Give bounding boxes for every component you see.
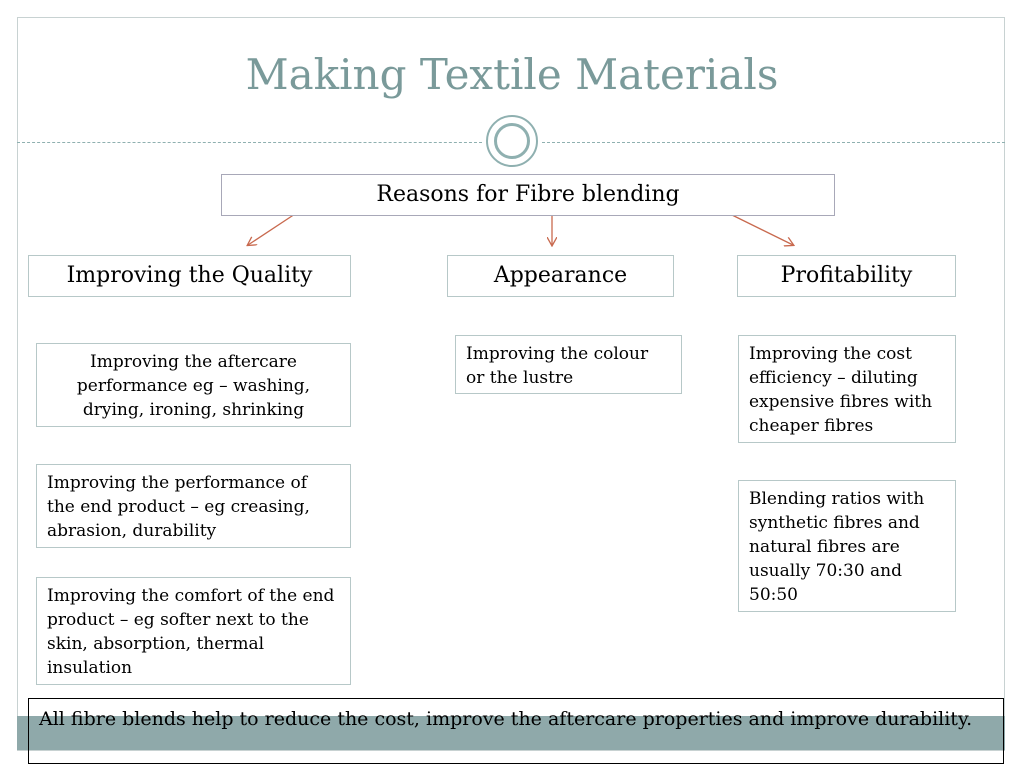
title-divider-left	[17, 142, 482, 143]
arrow-to-quality	[248, 213, 296, 245]
category-quality: Improving the Quality	[28, 255, 351, 297]
category-profitability: Profitability	[737, 255, 956, 297]
detail-profitability-ratios: Blending ratios with synthetic fibres an…	[738, 480, 956, 612]
slide-title: Making Textile Materials	[245, 50, 779, 99]
detail-quality-aftercare: Improving the aftercare performance eg –…	[36, 343, 351, 427]
summary-textbox: All fibre blends help to reduce the cost…	[28, 698, 1004, 764]
arrow-to-profitability	[729, 213, 793, 245]
title-divider-right	[542, 142, 1005, 143]
slide-frame	[17, 17, 1005, 751]
detail-profitability-cost: Improving the cost efficiency – diluting…	[738, 335, 956, 443]
detail-quality-performance: Improving the performance of the end pro…	[36, 464, 351, 548]
root-node: Reasons for Fibre blending	[221, 174, 835, 216]
detail-quality-comfort: Improving the comfort of the end product…	[36, 577, 351, 685]
divider-circle-ornament	[486, 115, 538, 167]
detail-appearance-colour: Improving the colour or the lustre	[455, 335, 682, 394]
category-appearance: Appearance	[447, 255, 674, 297]
footer-accent-bar	[17, 716, 1005, 750]
divider-circle-inner	[494, 123, 530, 159]
